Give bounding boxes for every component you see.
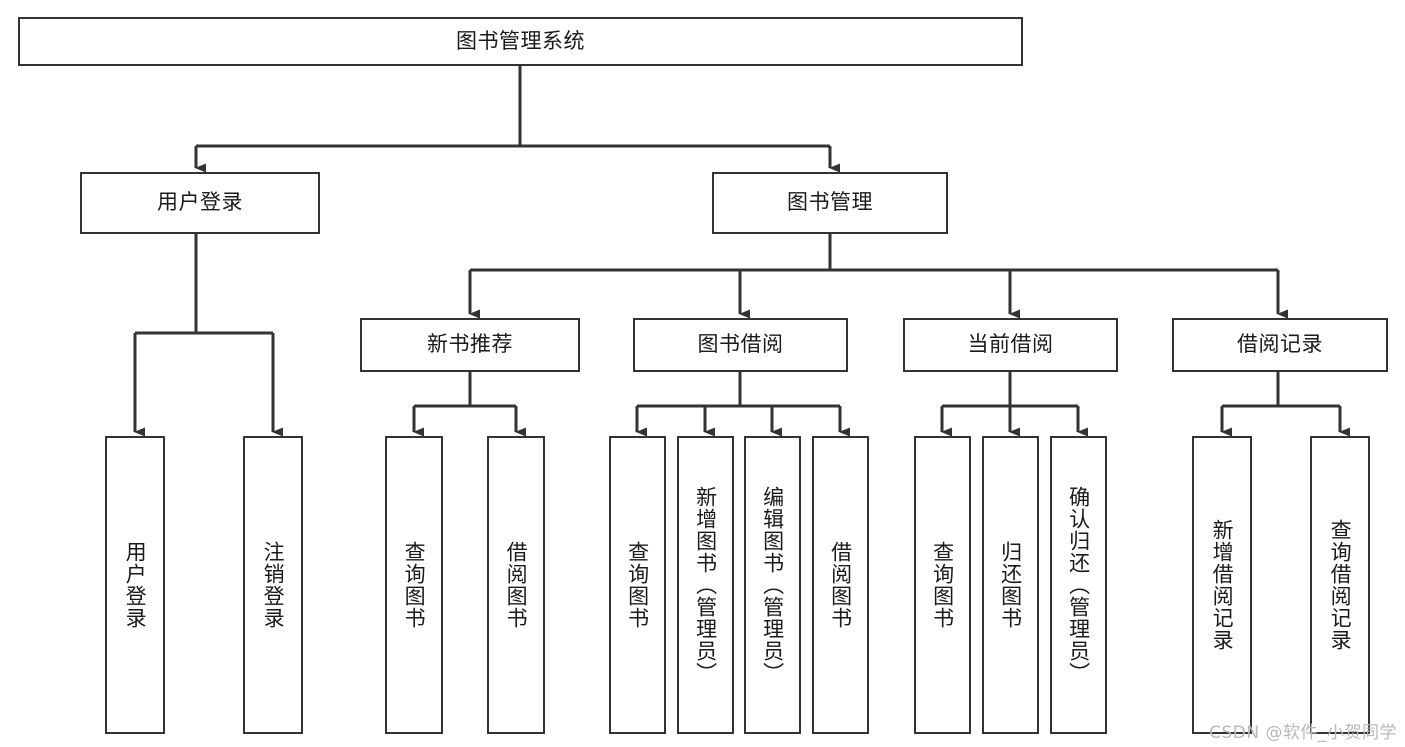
- node-root[interactable]: 图书管理系统: [18, 17, 1023, 66]
- leaf-return-book[interactable]: 归还图书: [982, 436, 1039, 734]
- leaf-add-borrow-record-label: 新增借阅记录: [1210, 519, 1235, 651]
- node-user-login[interactable]: 用户登录: [80, 172, 320, 234]
- leaf-return-book-label: 归还图书: [998, 541, 1023, 629]
- leaf-edit-book-admin-label: 编辑图书（管理员）: [760, 486, 785, 684]
- node-user-login-label: 用户登录: [157, 190, 243, 215]
- leaf-edit-book-admin[interactable]: 编辑图书（管理员）: [744, 436, 801, 734]
- leaf-user-login[interactable]: 用户登录: [105, 436, 165, 734]
- leaf-borrow-book[interactable]: 借阅图书: [812, 436, 869, 734]
- leaf-add-borrow-record[interactable]: 新增借阅记录: [1192, 436, 1252, 734]
- node-new-book-recommend[interactable]: 新书推荐: [360, 318, 580, 372]
- node-current-borrow-label: 当前借阅: [967, 332, 1054, 357]
- leaf-new-book-query-label: 查询图书: [402, 541, 427, 629]
- node-book-borrow[interactable]: 图书借阅: [633, 318, 848, 372]
- node-book-borrow-label: 图书借阅: [697, 332, 784, 357]
- leaf-logout-label: 注销登录: [261, 541, 286, 629]
- leaf-borrow-query-book[interactable]: 查询图书: [609, 436, 666, 734]
- leaf-query-borrow-record[interactable]: 查询借阅记录: [1310, 436, 1370, 734]
- leaf-query-borrow-record-label: 查询借阅记录: [1328, 519, 1353, 651]
- node-book-manage-label: 图书管理: [787, 190, 873, 215]
- leaf-logout[interactable]: 注销登录: [243, 436, 303, 734]
- leaf-add-book-admin[interactable]: 新增图书（管理员）: [677, 436, 734, 734]
- node-book-manage[interactable]: 图书管理: [712, 172, 948, 234]
- node-root-label: 图书管理系统: [456, 28, 585, 53]
- leaf-confirm-return-admin[interactable]: 确认归还（管理员）: [1050, 436, 1107, 734]
- leaf-borrow-book-label: 借阅图书: [828, 541, 853, 629]
- leaf-current-query-book-label: 查询图书: [930, 541, 955, 629]
- node-current-borrow[interactable]: 当前借阅: [903, 318, 1118, 372]
- leaf-current-query-book[interactable]: 查询图书: [914, 436, 971, 734]
- leaf-confirm-return-admin-label: 确认归还（管理员）: [1066, 486, 1091, 684]
- node-new-book-recommend-label: 新书推荐: [427, 332, 513, 357]
- leaf-new-book-borrow[interactable]: 借阅图书: [487, 436, 545, 734]
- leaf-new-book-borrow-label: 借阅图书: [504, 541, 529, 629]
- node-borrow-record-label: 借阅记录: [1237, 332, 1323, 357]
- leaf-user-login-label: 用户登录: [123, 541, 148, 629]
- node-borrow-record[interactable]: 借阅记录: [1172, 318, 1388, 372]
- leaf-new-book-query[interactable]: 查询图书: [385, 436, 443, 734]
- leaf-add-book-admin-label: 新增图书（管理员）: [693, 486, 718, 684]
- leaf-borrow-query-book-label: 查询图书: [625, 541, 650, 629]
